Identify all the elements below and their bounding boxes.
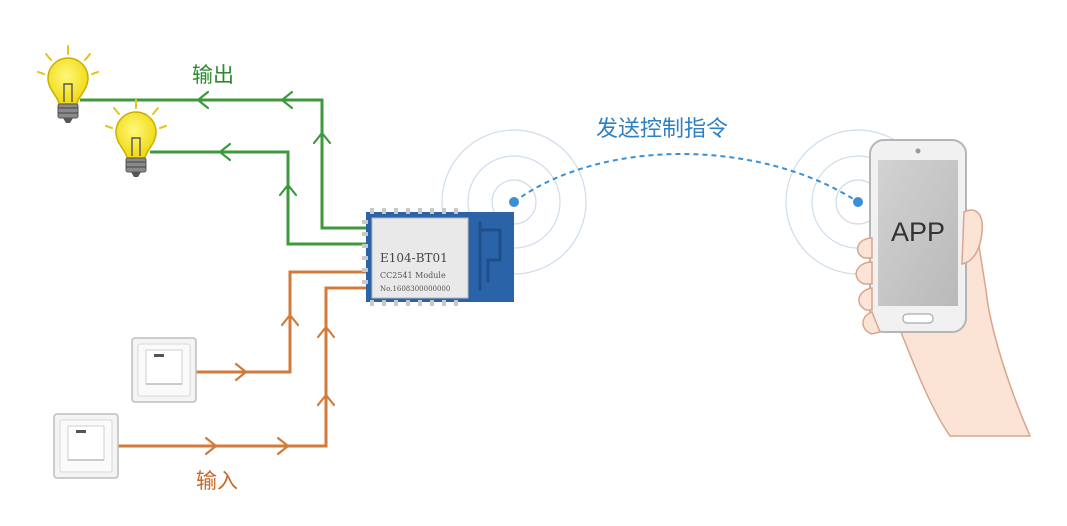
signal-dot-phone bbox=[853, 197, 863, 207]
wall-switch-icon bbox=[53, 413, 119, 479]
arrow-up-icon bbox=[316, 393, 336, 407]
module-model: E104-BT01 bbox=[380, 251, 448, 265]
app-label: APP bbox=[891, 217, 945, 247]
lightbulb-icon bbox=[105, 99, 167, 177]
output-wire-2 bbox=[150, 150, 370, 246]
arrow-right-icon bbox=[276, 436, 290, 456]
arrow-right-icon bbox=[234, 362, 248, 382]
output-arrows bbox=[196, 90, 332, 197]
arrow-up-icon bbox=[278, 183, 298, 197]
output-label: 输出 bbox=[192, 63, 234, 87]
output-wire-1 bbox=[80, 98, 370, 230]
input-label: 输入 bbox=[196, 469, 238, 493]
input-wires bbox=[118, 270, 370, 448]
bluetooth-module: E104-BT01 CC2541 Module No.1608300000000 bbox=[362, 208, 514, 306]
lightbulb-icon bbox=[37, 45, 99, 123]
arrow-left-icon bbox=[218, 142, 232, 162]
module-chip: CC2541 Module bbox=[380, 271, 446, 280]
wireless-command-label: 发送控制指令 bbox=[596, 117, 728, 142]
input-wire-2 bbox=[118, 286, 370, 448]
signal-dot-module bbox=[509, 197, 519, 207]
arrow-left-icon bbox=[196, 90, 210, 110]
arrow-up-icon bbox=[312, 131, 332, 145]
arrow-up-icon bbox=[280, 313, 300, 327]
wireless-link bbox=[513, 153, 859, 203]
input-arrows bbox=[204, 313, 336, 456]
smartphone-in-hand-icon: APP bbox=[855, 139, 1032, 437]
arrow-up-icon bbox=[316, 325, 336, 339]
input-wire-1 bbox=[196, 270, 370, 374]
arrow-left-icon bbox=[280, 90, 294, 110]
module-serial: No.1608300000000 bbox=[380, 285, 450, 293]
wall-switch-icon bbox=[131, 337, 197, 403]
arrow-right-icon bbox=[204, 436, 218, 456]
